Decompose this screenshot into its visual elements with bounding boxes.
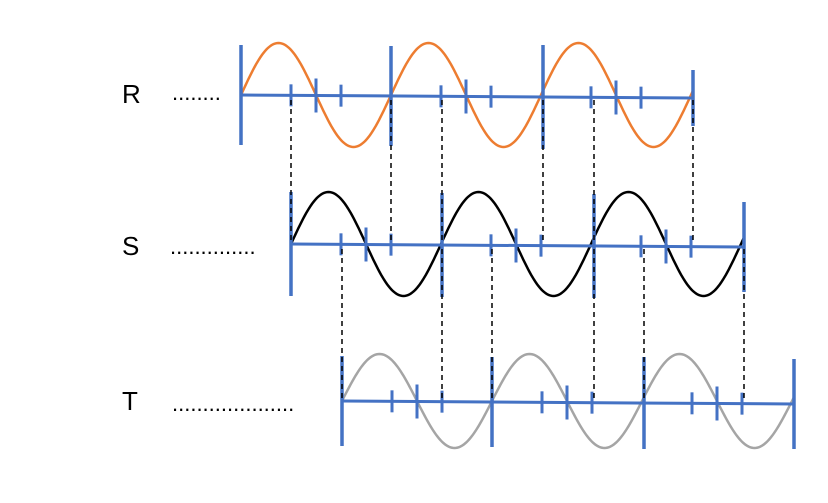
phase-dots-t: .................... [172,391,294,416]
phase-axis-s [289,192,746,299]
alignment-guides [290,100,745,401]
phase-row-r: R ........ [122,41,695,150]
phase-label-r: R [122,79,141,109]
phase-dots-r: ........ [172,80,221,105]
phase-dots-s: .............. [170,234,256,259]
phase-row-t: T .................... [122,352,796,450]
phase-label-s: S [122,231,139,261]
phase-axis-t [340,356,796,450]
phase-row-s: S .............. [122,190,746,299]
phase-label-t: T [122,386,138,416]
phase-axis-r [239,45,695,150]
